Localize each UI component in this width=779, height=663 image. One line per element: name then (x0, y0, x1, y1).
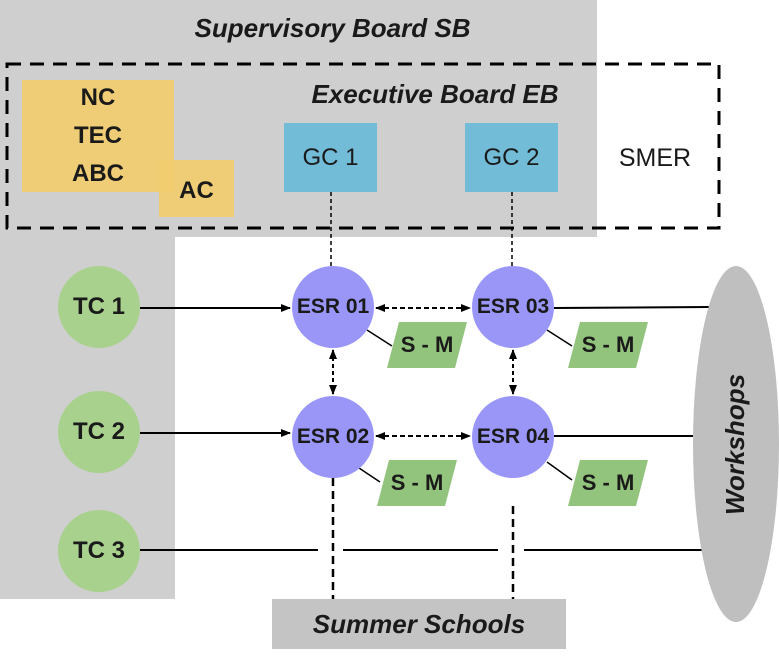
sm-label-2: S - M (581, 332, 635, 357)
sm-label-4: S - M (581, 470, 635, 495)
gc1-box: GC 1 (284, 123, 377, 192)
sm-shape-4 (568, 460, 648, 506)
smer-label: SMER (618, 143, 692, 172)
sm-label-3: S - M (390, 470, 444, 495)
sm1-leader (366, 329, 393, 347)
committee-list: NC TEC ABC (22, 80, 174, 192)
smer-frame (5, 62, 721, 230)
workshops-ellipse (693, 266, 779, 622)
executive-board-title: Executive Board EB (311, 78, 559, 109)
summer-schools-box: Summer Schools (272, 599, 566, 649)
tc3-node: TC 3 (58, 510, 140, 592)
committee-nc: NC (80, 84, 116, 111)
ac-box (159, 160, 234, 217)
committee-abc: ABC (72, 160, 124, 187)
tc1-node: TC 1 (58, 266, 140, 348)
committee-tec: TEC (74, 122, 122, 149)
tc2-node: TC 2 (58, 391, 140, 473)
workshops-text: Workshops (720, 373, 751, 516)
workshops-label: Workshops (693, 267, 779, 622)
gc2-box: GC 2 (465, 123, 558, 192)
sm-label-1: S - M (400, 332, 454, 357)
sm-shape-2 (568, 322, 648, 368)
esr01-node: ESR 01 (292, 266, 374, 348)
sm2-leader (546, 329, 573, 347)
committee-box (22, 80, 174, 192)
esr02-node: ESR 02 (292, 396, 374, 478)
esr03-workshops-line (553, 306, 711, 309)
esr04-node: ESR 04 (472, 396, 554, 478)
sm-shape-1 (387, 322, 467, 368)
sm4-leader (546, 461, 573, 481)
esr03-node: ESR 03 (472, 266, 554, 348)
sm-shape-3 (377, 460, 457, 506)
committee-ac: AC (179, 176, 214, 204)
supervisory-board-title: Supervisory Board SB (194, 12, 471, 43)
sm3-leader (355, 465, 381, 483)
